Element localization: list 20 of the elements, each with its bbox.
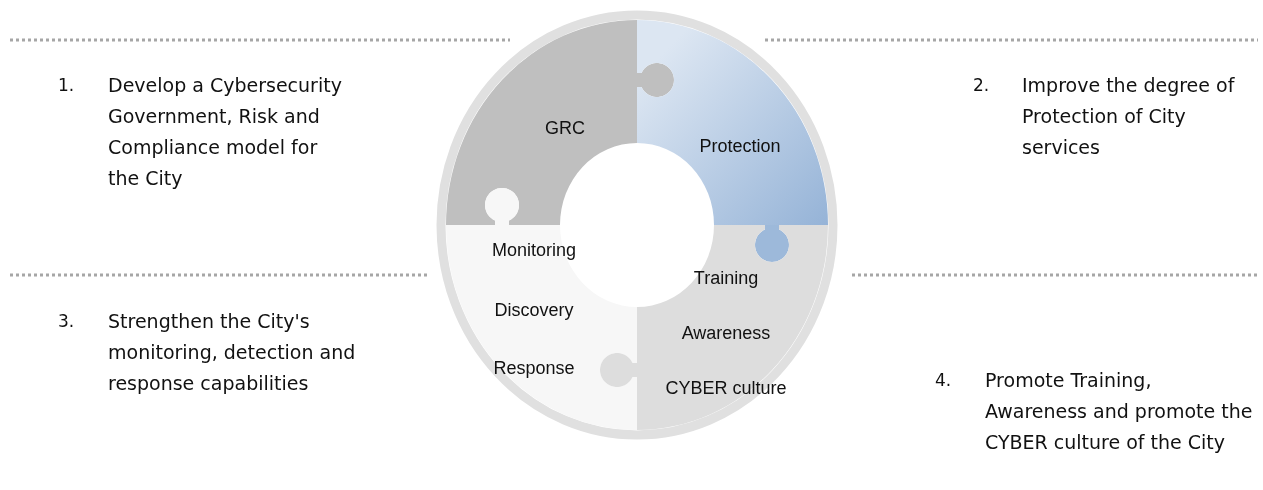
piece-label: Discovery bbox=[494, 300, 574, 320]
piece-label: Response bbox=[493, 358, 575, 378]
puzzle-piece bbox=[600, 225, 828, 430]
piece-label: Awareness bbox=[681, 323, 771, 343]
list-number: 1. bbox=[58, 74, 76, 97]
piece-label: Protection bbox=[699, 136, 781, 156]
piece-label: Monitoring bbox=[492, 240, 576, 260]
list-item-text: Promote Training, Awareness and promote the CYBER culture of the City bbox=[985, 368, 1254, 455]
list-number: 2. bbox=[973, 74, 991, 97]
piece-label: Training bbox=[693, 268, 759, 288]
list-item-text: Develop a Cybersecurity Government, Risk and Compliance model for the City bbox=[108, 73, 343, 191]
list-number: 3. bbox=[58, 310, 76, 333]
piece-label: GRC bbox=[545, 118, 585, 138]
puzzle-piece bbox=[637, 20, 828, 262]
piece-label: CYBER culture bbox=[665, 378, 787, 398]
list-number: 4. bbox=[935, 369, 953, 392]
list-item-text: Strengthen the City's monitoring, detection and response capabilities bbox=[108, 309, 357, 396]
puzzle-piece bbox=[446, 188, 637, 430]
list-item-text: Improve the degree of Protection of City services bbox=[1022, 73, 1236, 160]
puzzle-piece bbox=[446, 20, 674, 225]
